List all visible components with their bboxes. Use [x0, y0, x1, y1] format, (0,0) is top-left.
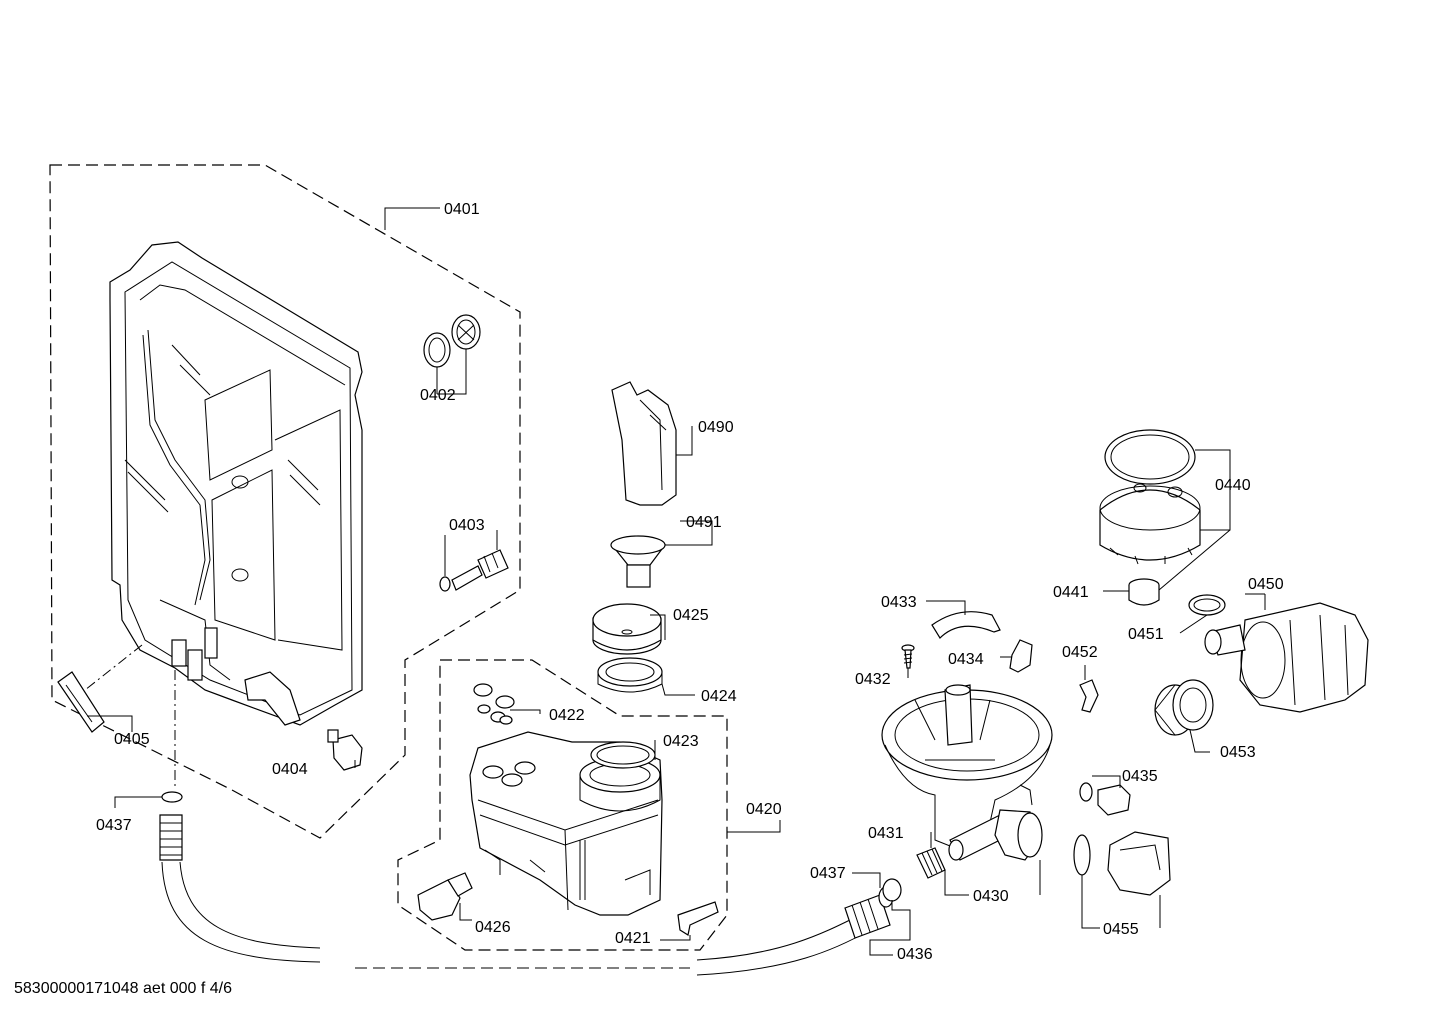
label-0452: 0452	[1062, 644, 1098, 661]
label-0430: 0430	[973, 888, 1009, 905]
label-0421: 0421	[615, 930, 651, 947]
drain-hose-right	[696, 886, 894, 976]
clip-part-0405	[57, 671, 105, 733]
filter-part-0431	[916, 847, 946, 879]
screw-part-0432	[901, 644, 915, 669]
label-0450: 0450	[1248, 576, 1284, 593]
bracket-part-0433	[931, 611, 1001, 639]
document-reference-footer: 58300000171048 aet 000 f 4/6	[14, 980, 232, 997]
label-0424: 0424	[701, 688, 737, 705]
label-0426: 0426	[475, 919, 511, 936]
sensor-part-0435	[1079, 782, 1131, 816]
label-0437-left: 0437	[96, 817, 132, 834]
group-outline-0401	[49, 164, 521, 839]
label-0436: 0436	[897, 946, 933, 963]
drain-hose-left	[159, 791, 690, 969]
label-0455: 0455	[1103, 921, 1139, 938]
label-0441: 0441	[1053, 584, 1089, 601]
label-0440: 0440	[1215, 477, 1251, 494]
leader-lines	[87, 207, 1266, 956]
label-0425: 0425	[673, 607, 709, 624]
cap-0402	[451, 314, 481, 350]
label-0432: 0432	[855, 671, 891, 688]
label-0451: 0451	[1128, 626, 1164, 643]
ring-part-0424	[597, 657, 663, 693]
cap-part-0425	[592, 603, 662, 655]
label-0453: 0453	[1220, 744, 1256, 761]
cone-part-0491	[610, 535, 667, 588]
seal-set-0422	[473, 683, 515, 725]
label-0433: 0433	[881, 594, 917, 611]
label-0401: 0401	[444, 201, 480, 218]
label-0434: 0434	[948, 651, 984, 668]
softener-unit-0420	[469, 731, 663, 916]
label-0437-right: 0437	[810, 865, 846, 882]
label-0491: 0491	[686, 514, 722, 531]
valve-part-0426	[417, 872, 473, 921]
ring-seal-0402	[423, 332, 451, 368]
label-0402: 0402	[420, 387, 456, 404]
valve-part-0403	[439, 549, 509, 592]
group-outline-0420	[397, 659, 728, 951]
clip-part-0434	[1009, 639, 1033, 673]
funnel-part-0490	[611, 381, 677, 506]
clip-part-0421	[677, 901, 719, 936]
label-0423: 0423	[663, 733, 699, 750]
side-panel-part	[109, 241, 363, 726]
label-0405: 0405	[114, 731, 150, 748]
drain-pump-0455	[1073, 831, 1171, 896]
label-0420: 0420	[746, 801, 782, 818]
seal-part-0436	[882, 878, 902, 902]
label-0435: 0435	[1122, 768, 1158, 785]
part-labels: 0401 0402 0403 0404 0405 0437 0490 0491 …	[96, 201, 1284, 963]
heater-housing-0440	[1099, 429, 1201, 565]
label-0490: 0490	[698, 419, 734, 436]
label-0403: 0403	[449, 517, 485, 534]
seal-part-0453	[1154, 679, 1214, 736]
seal-ring-0423	[590, 741, 656, 769]
heat-pump-0450	[1204, 602, 1369, 713]
clip-part-0452	[1079, 679, 1099, 713]
clamp-part-0451	[1188, 594, 1226, 616]
connector-part-0404	[327, 729, 363, 771]
cap-part-0441	[1128, 578, 1160, 606]
label-0431: 0431	[868, 825, 904, 842]
label-0422: 0422	[549, 707, 585, 724]
label-0404: 0404	[272, 761, 308, 778]
sump-part-0430	[881, 684, 1053, 861]
